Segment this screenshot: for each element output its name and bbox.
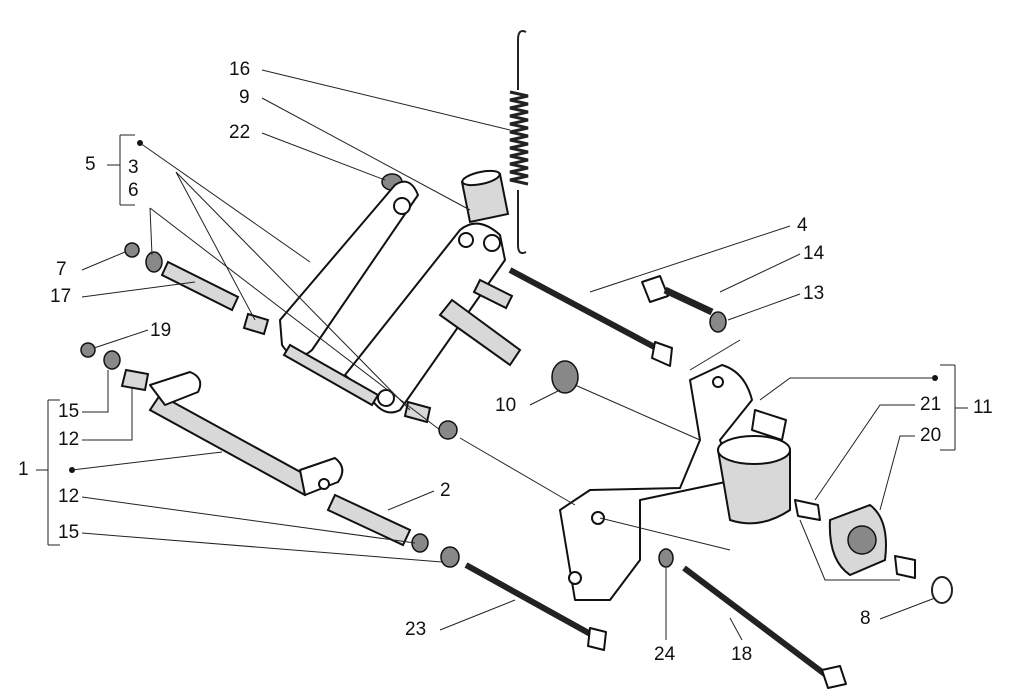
washer-part-15a [103, 350, 121, 370]
nut-part-19 [80, 342, 96, 358]
callout-14: 14 [803, 243, 825, 264]
callout-23: 23 [405, 619, 427, 640]
callout-7: 7 [56, 259, 67, 280]
bush-part-6 [145, 251, 163, 273]
callout-2: 2 [440, 480, 451, 501]
bush-part-21 [794, 499, 821, 521]
nut-part-7 [124, 242, 140, 258]
bolt-part-23 [464, 562, 607, 651]
callout-1: 1 [18, 459, 29, 480]
bush-part-12a [120, 368, 150, 392]
spring-part-16 [509, 30, 529, 255]
callout-6: 6 [128, 180, 139, 201]
callout-19: 19 [150, 320, 172, 341]
callout-15b: 15 [58, 522, 80, 543]
spacer-part-3 [242, 312, 270, 336]
bearing-part-10 [551, 360, 579, 394]
callout-15a: 15 [58, 401, 80, 422]
pin-part-2 [326, 493, 412, 547]
washer-part-13 [709, 311, 727, 333]
callout-21: 21 [920, 394, 942, 415]
collar-part [894, 555, 916, 579]
washer-part-15b [440, 546, 460, 568]
circlip-part-8 [931, 576, 953, 604]
callout-20: 20 [920, 425, 942, 446]
callout-11: 11 [973, 397, 993, 418]
bolt-part-4 [508, 267, 673, 367]
main-bracket [559, 364, 753, 601]
callout-12a: 12 [58, 429, 80, 450]
callout-13: 13 [803, 283, 825, 304]
callout-17: 17 [50, 286, 72, 307]
washer-part-24 [658, 548, 674, 568]
leader-lines [36, 69, 968, 641]
callout-22: 22 [229, 122, 251, 143]
callout-3: 3 [128, 157, 139, 178]
tube-part-17 [160, 260, 240, 312]
pin-part-9 [460, 169, 510, 224]
shaft-part [438, 298, 522, 367]
bolt-part-18 [682, 565, 847, 689]
link-plate-front [344, 222, 506, 414]
callout-9: 9 [239, 87, 250, 108]
callout-18: 18 [731, 644, 753, 665]
bolt-part-14 [641, 275, 727, 333]
callout-8: 8 [860, 608, 871, 629]
callout-24: 24 [654, 644, 676, 665]
callout-5: 5 [85, 154, 96, 175]
callout-12b: 12 [58, 486, 80, 507]
callout-4: 4 [797, 215, 808, 236]
bushing-housing [716, 435, 791, 525]
callout-10: 10 [495, 395, 517, 416]
callout-16: 16 [229, 59, 251, 80]
tube-part-1 [148, 371, 344, 497]
link-tube [282, 343, 380, 407]
